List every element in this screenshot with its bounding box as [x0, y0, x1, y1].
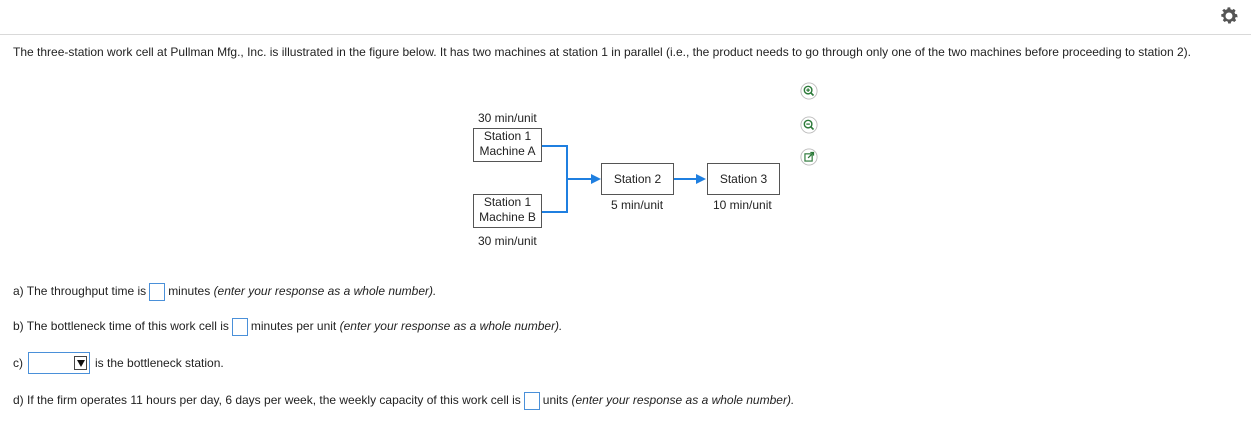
question-a-prefix: a) The throughput time is: [13, 284, 147, 299]
station2-time: 5 min/unit: [611, 198, 664, 212]
machine-a-name: Machine A: [479, 144, 536, 158]
question-d: d) If the firm operates 11 hours per day…: [13, 392, 794, 410]
zoom-in-icon[interactable]: [800, 82, 818, 100]
problem-intro: The three-station work cell at Pullman M…: [13, 45, 1191, 59]
station3-box: Station 3: [707, 163, 780, 195]
machine-a-time: 30 min/unit: [478, 111, 537, 125]
question-a-suffix: minutes: [168, 284, 211, 299]
bottleneck-station-select[interactable]: [28, 352, 90, 374]
connector-to-station2: [566, 178, 592, 180]
answer-b-input[interactable]: [231, 318, 248, 336]
connector-b: [542, 211, 567, 213]
question-c-suffix: is the bottleneck station.: [95, 356, 224, 370]
machine-a-station: Station 1: [483, 129, 532, 143]
connector-a: [542, 145, 567, 147]
gear-icon[interactable]: [1218, 5, 1240, 27]
machine-a-box: Station 1 Machine A: [473, 128, 542, 162]
machine-b-name: Machine B: [479, 210, 536, 224]
station3-time: 10 min/unit: [713, 198, 772, 212]
arrow-to-station2: [591, 174, 601, 184]
station2-box: Station 2: [601, 163, 674, 195]
question-d-prefix: d) If the firm operates 11 hours per day…: [13, 393, 521, 408]
machine-b-station: Station 1: [483, 195, 532, 209]
question-b: b) The bottleneck time of this work cell…: [13, 318, 562, 336]
question-b-suffix: minutes per unit: [250, 319, 337, 334]
connector-to-station3: [674, 178, 696, 180]
answer-d-input[interactable]: [523, 392, 540, 410]
chevron-down-icon[interactable]: [74, 356, 87, 370]
station2-label: Station 2: [613, 172, 662, 186]
station3-label: Station 3: [719, 172, 768, 186]
question-d-suffix: units: [542, 393, 569, 408]
question-d-hint: (enter your response as a whole number).: [571, 393, 795, 408]
question-b-prefix: b) The bottleneck time of this work cell…: [13, 319, 229, 334]
header-divider: [0, 34, 1251, 35]
question-b-hint: (enter your response as a whole number).: [339, 319, 563, 334]
arrow-to-station3: [696, 174, 706, 184]
machine-b-time: 30 min/unit: [478, 234, 537, 248]
question-a-hint: (enter your response as a whole number).: [213, 284, 437, 299]
question-c-prefix: c): [13, 356, 23, 370]
zoom-out-icon[interactable]: [800, 116, 818, 134]
machine-b-box: Station 1 Machine B: [473, 194, 542, 228]
answer-a-input[interactable]: [149, 283, 166, 301]
external-link-icon[interactable]: [800, 148, 818, 166]
question-a: a) The throughput time is minutes (enter …: [13, 283, 436, 301]
